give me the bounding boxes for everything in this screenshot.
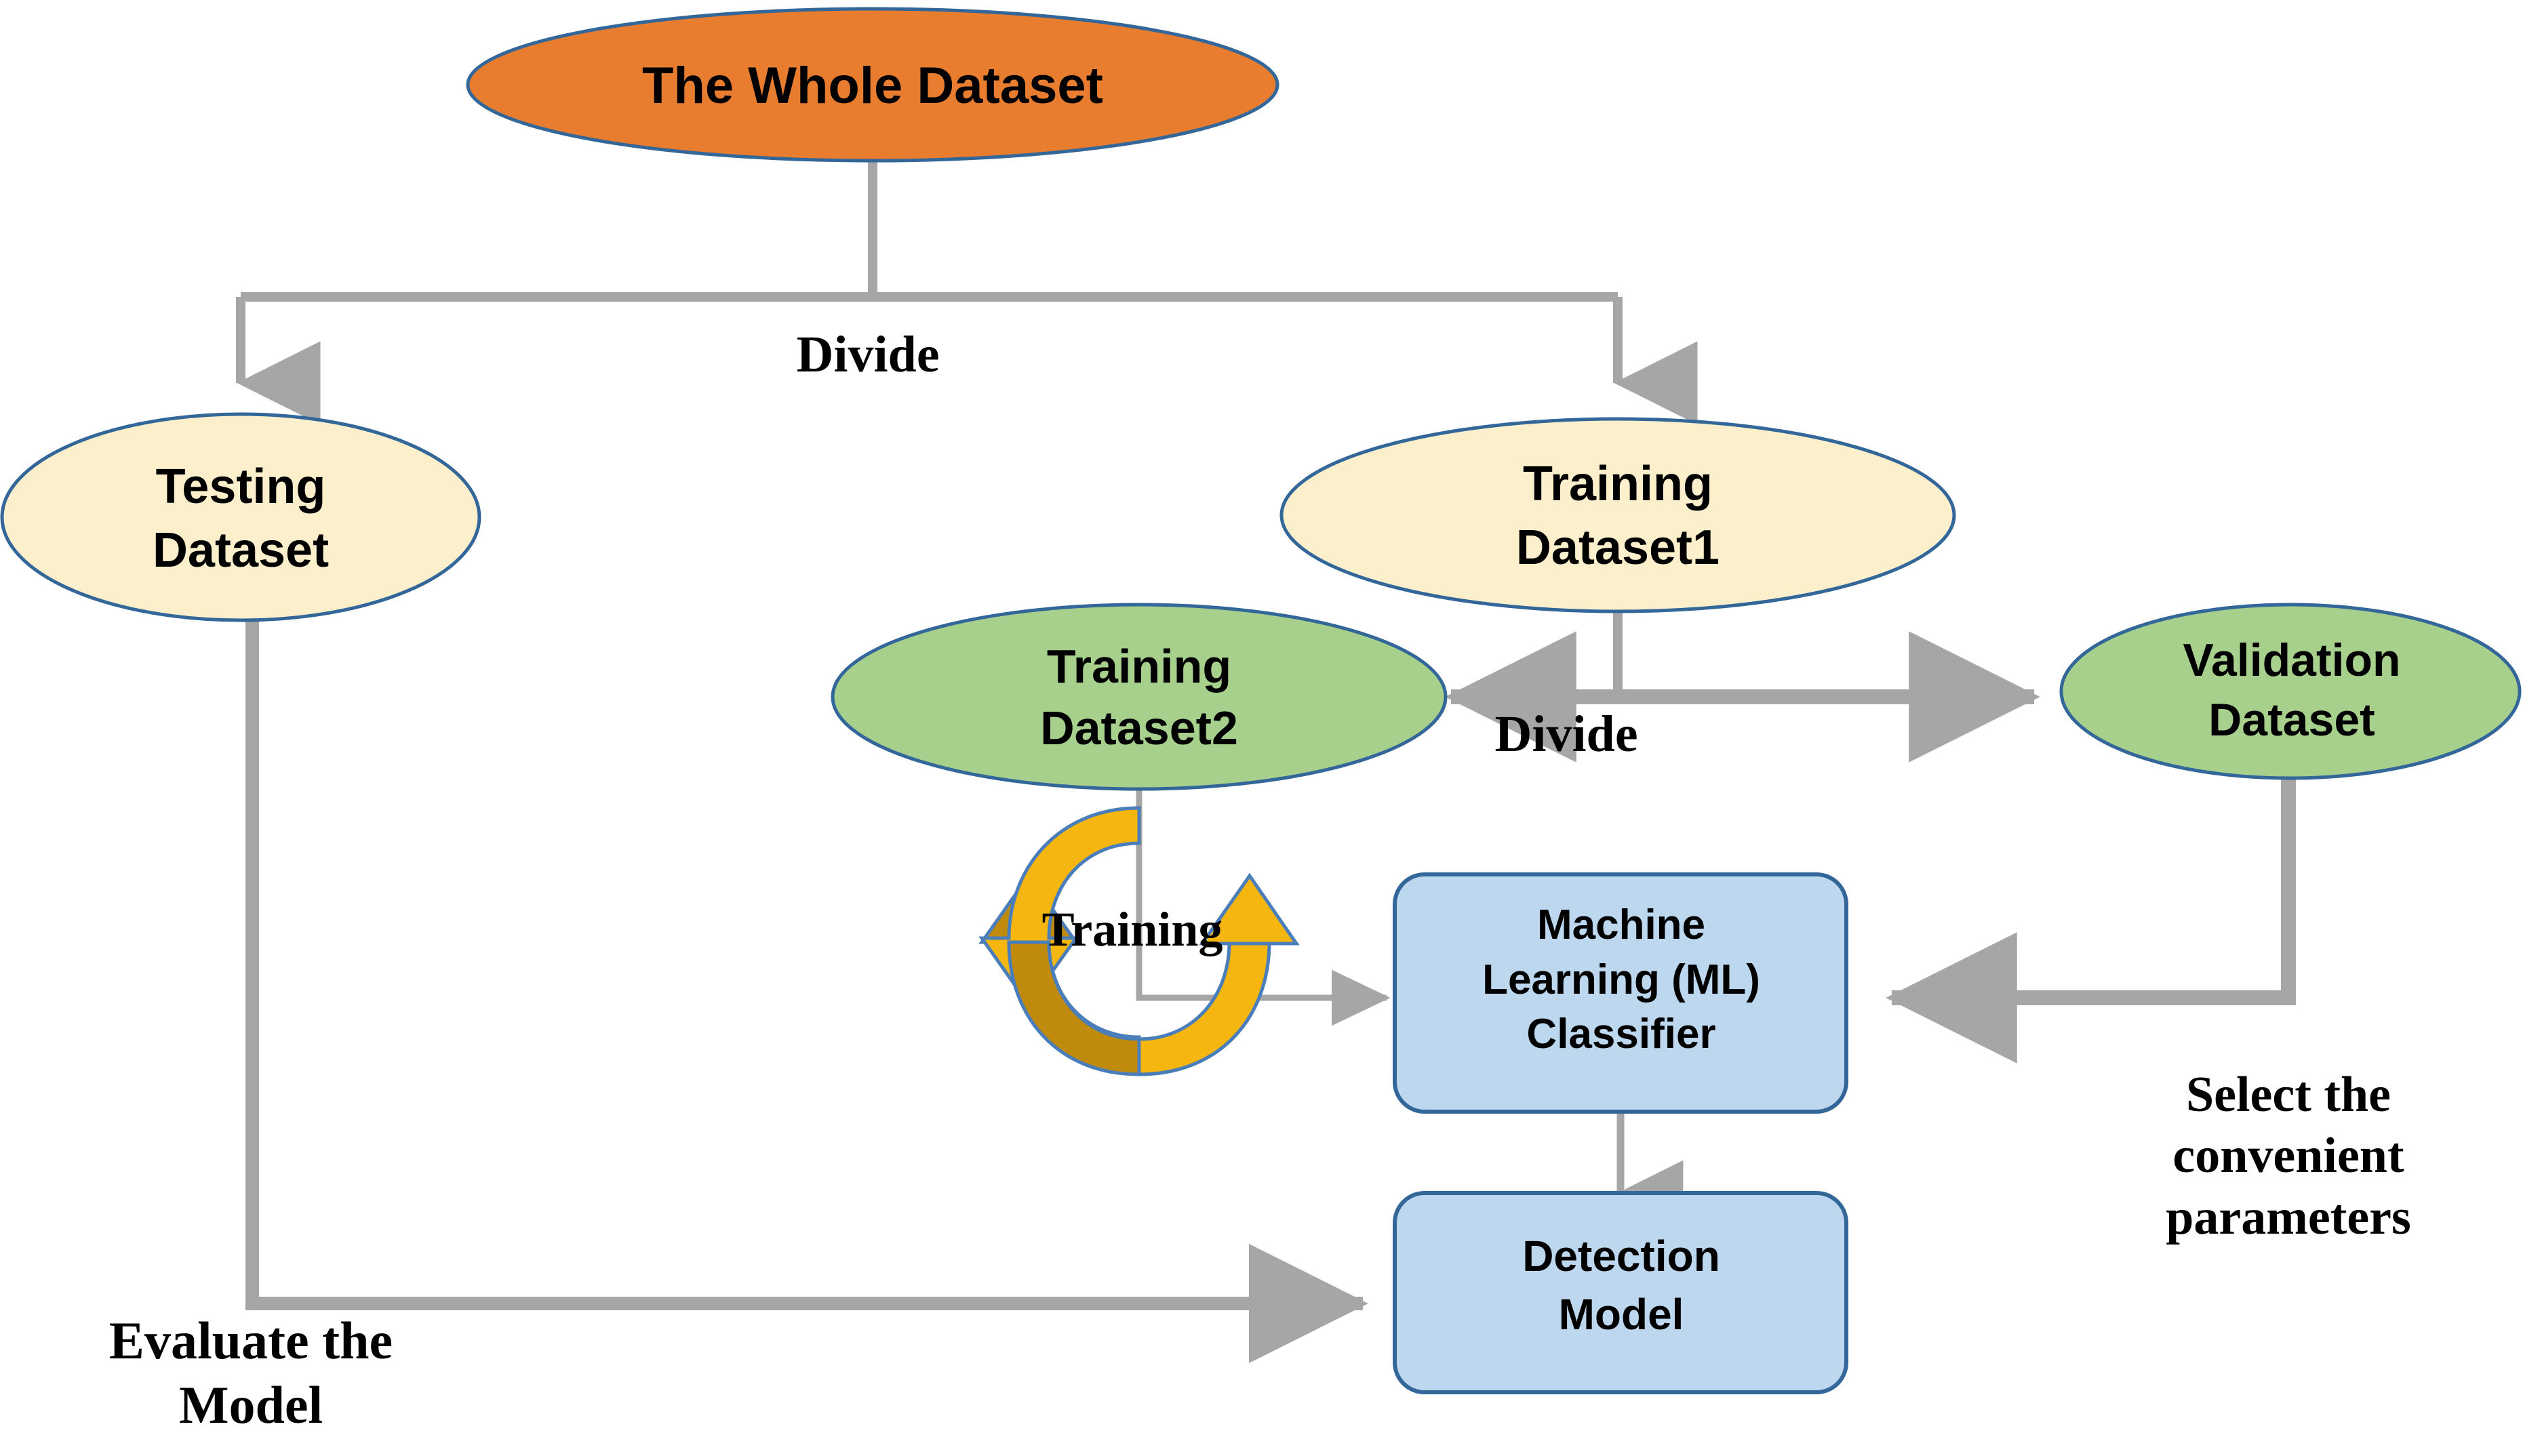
node-ml-classifier[interactable] [1393, 872, 1848, 1114]
node-training-dataset2[interactable] [831, 603, 1448, 791]
edge-training1-to-split [1445, 584, 2040, 763]
edge-label-evaluate-the-model: Evaluate the Model [108, 1311, 393, 1435]
edge-label-training-cycle: Training [1041, 902, 1223, 956]
node-training-dataset1[interactable] [1279, 417, 1956, 613]
edge-testing-to-detection [245, 617, 1369, 1363]
edge-training2-to-classifier [1136, 776, 1391, 1026]
circular-refresh-icon [978, 806, 1300, 1076]
edge-whole-to-split [236, 161, 1698, 425]
edge-label-select-parameters: Select the convenient parameters [2166, 1067, 2411, 1245]
node-testing-dataset[interactable] [0, 412, 481, 622]
edge-label-divide-middle: Divide [1494, 706, 1638, 763]
node-validation-dataset[interactable] [2059, 603, 2522, 780]
node-detection-model[interactable] [1393, 1191, 1848, 1394]
node-whole-dataset[interactable] [466, 7, 1279, 163]
edge-label-divide-top: Divide [796, 326, 940, 383]
edge-validation-to-classifier [1886, 773, 2296, 1064]
